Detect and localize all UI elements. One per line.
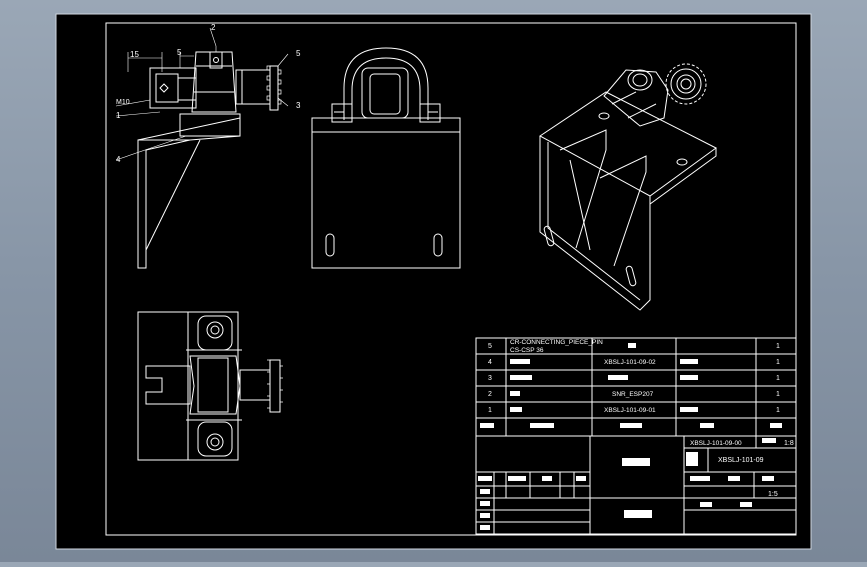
- bom-row-3-qty: 1: [776, 375, 780, 382]
- bom-row-5-no: 5: [488, 343, 492, 350]
- title-block: [475, 435, 797, 535]
- bom-row-5-code2: CS-CSP 36: [510, 347, 544, 354]
- dim-5-label: 5: [177, 48, 182, 57]
- bom-row-4-no: 4: [488, 359, 492, 366]
- bom-cjk-glyphs: [480, 343, 782, 428]
- bom-row-2-name: SNR_ESP207: [612, 391, 654, 398]
- part-number: XBSLJ-101-09: [718, 457, 764, 464]
- bom-row-3-no: 3: [488, 375, 492, 382]
- bom-row-5-qty: 1: [776, 343, 780, 350]
- bom-row-4-qty: 1: [776, 359, 780, 366]
- side-view: [311, 47, 461, 269]
- callout-3: 3: [296, 101, 301, 110]
- front-view: [115, 27, 289, 269]
- drawing-frame: [105, 22, 797, 536]
- top-view: [137, 311, 283, 461]
- callout-2: 2: [211, 23, 216, 32]
- isometric-view: [539, 63, 717, 311]
- callout-4: 4: [116, 155, 121, 164]
- drawing-sheet: [55, 13, 812, 550]
- thread-label: M10: [116, 99, 130, 106]
- drawing-scale: 1:8: [784, 440, 794, 447]
- bom-table: [475, 337, 797, 437]
- bom-row-1-no: 1: [488, 407, 492, 414]
- bom-row-1-qty: 1: [776, 407, 780, 414]
- callout-1: 1: [116, 111, 121, 120]
- dim-15-label: 15: [130, 50, 139, 59]
- bom-row-2-no: 2: [488, 391, 492, 398]
- bom-row-2-qty: 1: [776, 391, 780, 398]
- callout-5: 5: [296, 49, 301, 58]
- sheet-label: 1:5: [768, 491, 778, 498]
- drawing-number: XBSLJ-101-09-00: [690, 440, 742, 447]
- bom-row-5-code: CR-CONNECTING_PIECE_PIN: [510, 339, 603, 346]
- bom-row-4-name: XBSLJ-101-09-02: [604, 359, 656, 366]
- title-cjk-glyphs: [478, 438, 776, 530]
- bom-row-1-name: XBSLJ-101-09-01: [604, 407, 656, 414]
